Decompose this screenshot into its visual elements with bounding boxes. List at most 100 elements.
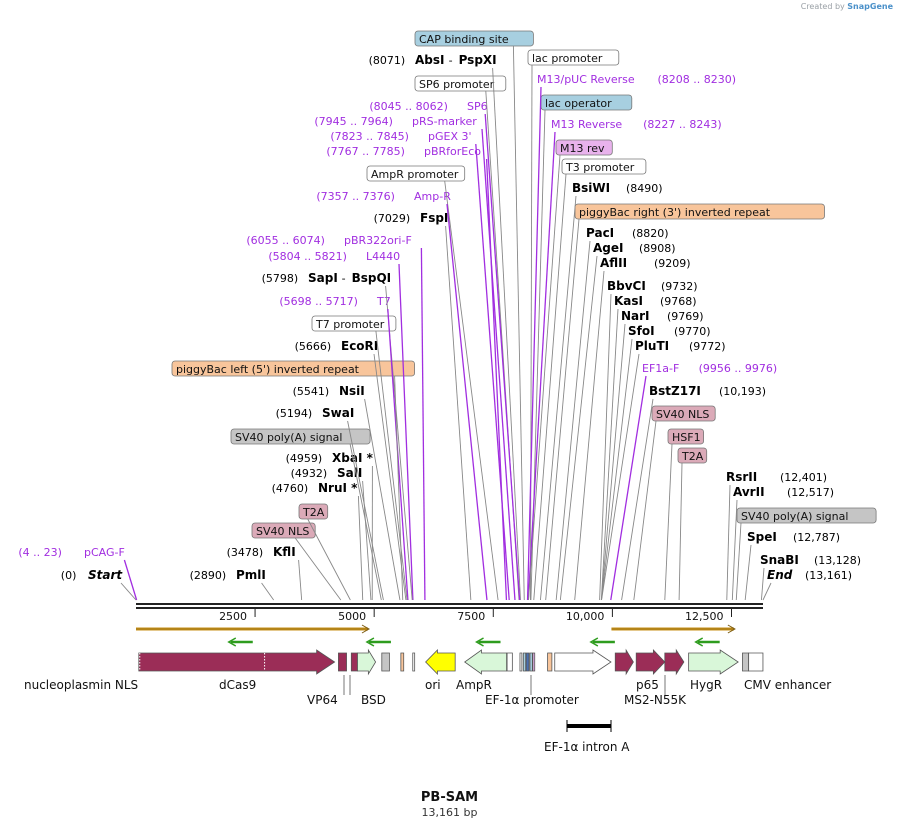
feature-glyph <box>529 652 533 672</box>
map-label-box: M13 rev <box>555 139 613 156</box>
primer-name: pGEX 3' <box>428 130 472 143</box>
map-label-enzyme: End(13,161) <box>767 568 852 582</box>
map-label-enzyme: (5666)EcoRI <box>295 339 379 353</box>
leader-line <box>261 582 275 601</box>
enzyme-name: PluTI <box>635 339 669 353</box>
primer-coordinates: (7823 .. 7845) <box>330 130 409 143</box>
enzyme-coordinates: (5798) <box>262 272 299 285</box>
map-label-enzyme: (3478)KflI <box>227 545 296 559</box>
map-label-enzyme: (4932)SalI <box>291 466 363 480</box>
feature-box-label: T7 promoter <box>315 318 385 331</box>
enzyme-separator: - <box>449 54 453 67</box>
map-label-enzyme: NarI(9769) <box>621 309 704 323</box>
feature-name: VP64 <box>307 693 338 707</box>
enzyme-name: NruI * <box>318 481 358 495</box>
feature-name: HygR <box>690 678 722 692</box>
primer-coordinates: (8208 .. 8230) <box>658 73 737 86</box>
map-label-enzyme: BsiWI(8490) <box>572 181 663 195</box>
feature-glyph <box>519 652 523 672</box>
map-label-box: SP6 promoter <box>414 75 507 92</box>
enzyme-coordinates: (13,161) <box>805 569 852 582</box>
primer-coordinates: (6055 .. 6074) <box>246 234 325 247</box>
enzyme-name: BbvCI <box>607 279 646 293</box>
primer-name: Amp-R <box>414 190 451 203</box>
map-label-primer: M13/pUC Reverse (8208 .. 8230) <box>537 73 736 86</box>
enzyme-coordinates: (8908) <box>639 242 676 255</box>
feature-glyph <box>338 652 347 672</box>
feature-box-label: piggyBac left (5') inverted repeat <box>176 363 360 376</box>
leader-line <box>357 495 364 601</box>
feature-glyph <box>635 649 666 675</box>
feature-box-label: SV40 poly(A) signal <box>741 510 848 523</box>
map-label-enzyme: BbvCI (9732) <box>607 279 698 293</box>
feature-box <box>311 315 397 332</box>
feature-glyph <box>350 652 358 672</box>
feature-box <box>561 158 647 175</box>
enzyme-coordinates: (8071) <box>369 54 406 67</box>
feature-name: ori <box>425 678 441 692</box>
feature-glyph <box>425 649 456 675</box>
map-label-enzyme: (7029)FspI <box>374 211 449 225</box>
enzyme-name: AvrII <box>733 485 765 499</box>
leader-line <box>512 45 525 601</box>
feature-box <box>414 75 507 92</box>
leader-line <box>731 499 738 601</box>
map-label-box: T2A <box>677 447 708 464</box>
orf-arrowhead <box>361 624 370 634</box>
map-label-primer: (7945 .. 7964)pRS-marker <box>314 115 477 128</box>
map-label-box: piggyBac right (3') inverted repeat <box>574 203 825 220</box>
feature-box <box>251 522 316 539</box>
orf-small-arrowhead <box>475 637 484 647</box>
feature-box <box>298 503 329 520</box>
enzyme-coordinates: (9769) <box>667 310 704 323</box>
map-label-primer: M13 Reverse(8227 .. 8243) <box>551 118 722 131</box>
leader-line <box>485 158 508 601</box>
leader-line <box>398 263 414 601</box>
map-label-primer: (5698 .. 5717)T7 <box>279 295 390 308</box>
primer-name: pCAG-F <box>84 546 125 559</box>
primer-coordinates: (7357 .. 7376) <box>316 190 395 203</box>
feature-glyph <box>525 652 530 672</box>
feature-name: p65 <box>636 678 659 692</box>
primer-name: T7 <box>376 295 391 308</box>
enzyme-coordinates: (9732) <box>661 280 698 293</box>
map-label-primer: (8045 .. 8062)SP6 <box>369 100 487 113</box>
enzyme-name: PacI <box>586 226 614 240</box>
feature-name: BSD <box>361 693 386 707</box>
feature-box <box>366 165 466 182</box>
enzyme-coordinates: (12,517) <box>787 486 834 499</box>
leader-line <box>492 67 521 601</box>
leader-line <box>444 180 499 601</box>
enzyme-name: PmlI <box>236 568 266 582</box>
primer-name: L4440 <box>366 250 400 263</box>
leader-line <box>298 559 303 601</box>
map-label-enzyme: (8071)AbsI-PspXI <box>369 53 497 67</box>
leader-line <box>621 398 654 601</box>
feature-box <box>555 139 613 156</box>
leader-line <box>735 522 742 601</box>
map-label-enzyme: (2890)PmlI <box>190 568 266 582</box>
map-label-enzyme: PacI(8820) <box>586 226 669 240</box>
leader-line <box>120 582 137 601</box>
enzyme-coordinates: (8490) <box>626 182 663 195</box>
primer-name: pBR322ori-F <box>344 234 412 247</box>
feature-box-label: lac operator <box>545 97 612 110</box>
map-label-box: AmpR promoter <box>366 165 466 182</box>
leader-line <box>446 203 488 601</box>
enzyme-name: SfoI <box>628 324 655 338</box>
leader-line <box>601 353 640 601</box>
enzyme-name: SpeI <box>747 530 777 544</box>
map-label-primer: (7767 .. 7785)pBRforEco <box>326 145 481 158</box>
feature-box-label: T3 promoter <box>565 161 635 174</box>
leader-line <box>555 240 591 601</box>
primer-name: M13/pUC Reverse <box>537 73 635 86</box>
leader-line <box>633 420 657 601</box>
enzyme-name-secondary: BspQI <box>352 271 392 285</box>
map-label-enzyme: PluTI(9772) <box>635 339 726 353</box>
enzyme-coordinates: (12,787) <box>793 531 840 544</box>
map-label-primer: EF1a-F(9956 .. 9976) <box>642 362 777 375</box>
map-label-enzyme: (5194)SwaI <box>276 406 355 420</box>
map-label-box: SV40 poly(A) signal <box>230 428 371 445</box>
snapgene-credit: Created by SnapGene <box>801 2 893 11</box>
enzyme-name: AbsI <box>415 53 444 67</box>
